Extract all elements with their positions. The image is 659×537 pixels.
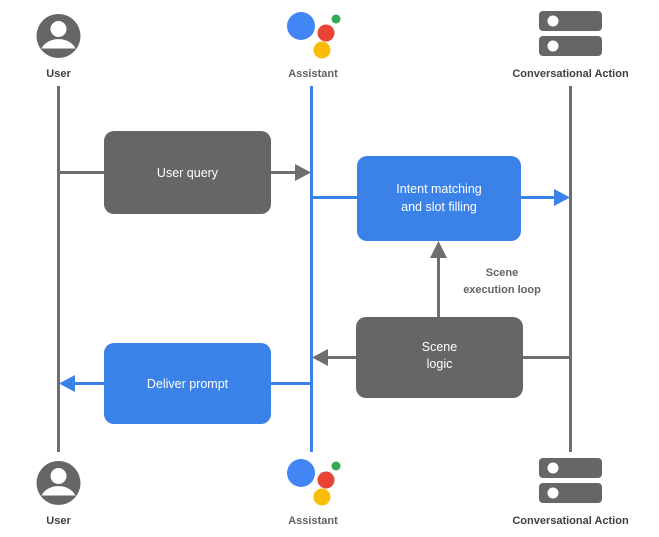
step-user-query[interactable]: User query	[104, 131, 271, 214]
actor-label-user-bottom: User	[46, 515, 71, 527]
step-label-deliver-prompt: Deliver prompt	[147, 377, 229, 391]
step-deliver-prompt[interactable]: Deliver prompt	[104, 343, 271, 424]
server-icon	[539, 11, 602, 56]
actor-label-user-top: User	[46, 68, 71, 80]
actor-label-assistant-bottom: Assistant	[288, 515, 338, 527]
actor-label-assistant-top: Assistant	[288, 68, 338, 80]
google-assistant-icon	[287, 459, 341, 506]
actor-label-conversational-action-bottom: Conversational Action	[512, 515, 629, 527]
actor-conversational-action-bottom: Conversational Action	[512, 458, 629, 527]
user-avatar-icon	[36, 461, 81, 505]
actor-user-top: User	[36, 14, 81, 80]
step-label-user-query: User query	[157, 166, 219, 180]
user-avatar-icon	[36, 14, 81, 58]
actor-assistant-bottom: Assistant	[287, 459, 341, 527]
arrowhead-scene-logic-to-intent-matching	[430, 241, 447, 258]
step-label-intent-matching-line2: and slot filling	[401, 200, 477, 214]
annotation-label-line1: Scene	[486, 267, 518, 279]
actor-assistant-top: Assistant	[287, 12, 341, 80]
step-label-scene-logic-line1: Scene	[422, 340, 457, 354]
actor-label-conversational-action-top: Conversational Action	[512, 68, 629, 80]
arrowhead-scene-logic-to-assistant	[312, 349, 328, 366]
server-icon	[539, 458, 602, 503]
arrowhead-user-query-to-assistant	[295, 164, 311, 181]
step-label-scene-logic-line2: logic	[427, 357, 453, 371]
annotation-label-line2: execution loop	[463, 284, 541, 296]
connectors	[58, 164, 571, 392]
lifelines	[57, 86, 572, 452]
actor-user-bottom: User	[36, 461, 81, 527]
step-intent-matching[interactable]: Intent matching and slot filling	[357, 156, 521, 241]
actor-conversational-action-top: Conversational Action	[512, 11, 629, 80]
arrowhead-intent-matching-to-action	[554, 189, 570, 206]
arrowhead-deliver-prompt-to-user	[59, 375, 75, 392]
google-assistant-icon	[287, 12, 341, 59]
annotation-scene-execution-loop: Scene execution loop	[463, 267, 541, 296]
step-label-intent-matching-line1: Intent matching	[396, 182, 482, 196]
step-scene-logic[interactable]: Scene logic	[356, 317, 523, 398]
